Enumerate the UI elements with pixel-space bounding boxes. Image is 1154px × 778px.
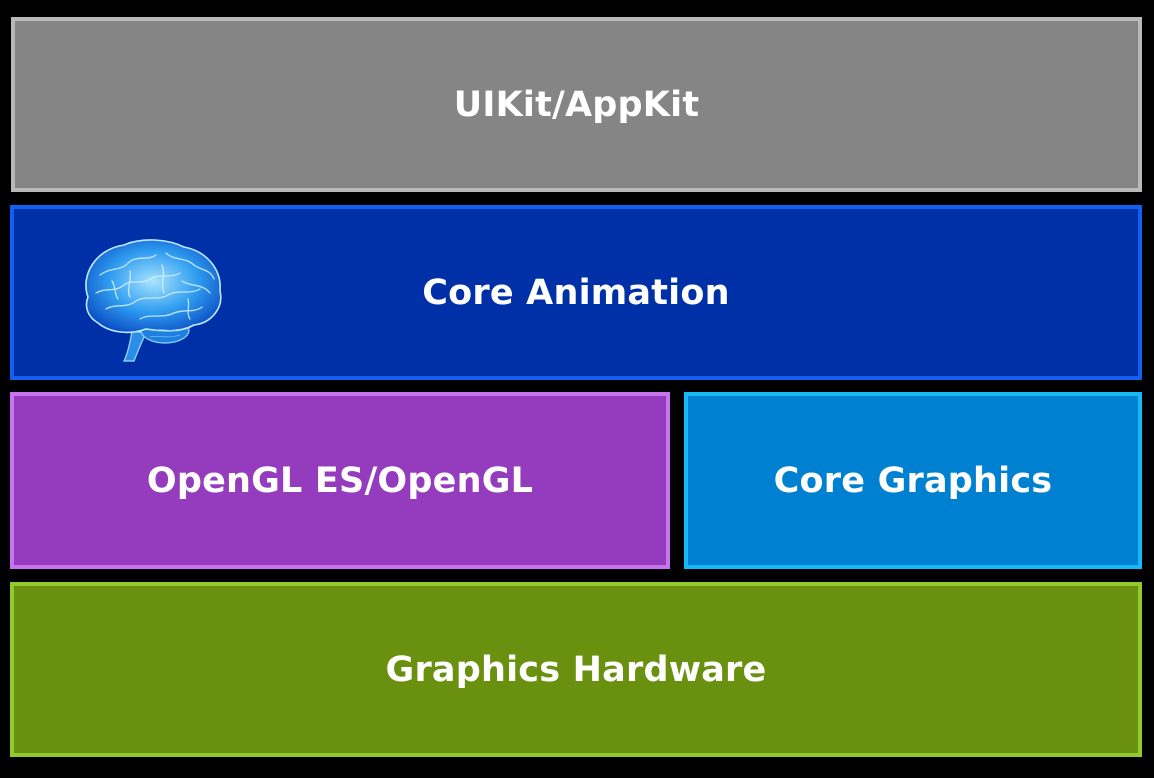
layer-uikit-appkit-label: UIKit/AppKit: [453, 84, 700, 125]
layer-graphics-hardware: Graphics Hardware: [10, 582, 1142, 757]
layer-core-animation: Core Animation: [10, 205, 1142, 380]
layer-core-graphics: Core Graphics: [684, 392, 1142, 569]
layer-core-graphics-label: Core Graphics: [773, 460, 1053, 501]
layer-core-animation-label: Core Animation: [422, 272, 730, 313]
layer-uikit-appkit: UIKit/AppKit: [11, 17, 1142, 192]
brain-icon: [85, 239, 222, 362]
layer-graphics-hardware-label: Graphics Hardware: [385, 649, 767, 690]
layer-opengl: OpenGL ES/OpenGL: [10, 392, 670, 569]
layer-opengl-label: OpenGL ES/OpenGL: [146, 460, 534, 501]
